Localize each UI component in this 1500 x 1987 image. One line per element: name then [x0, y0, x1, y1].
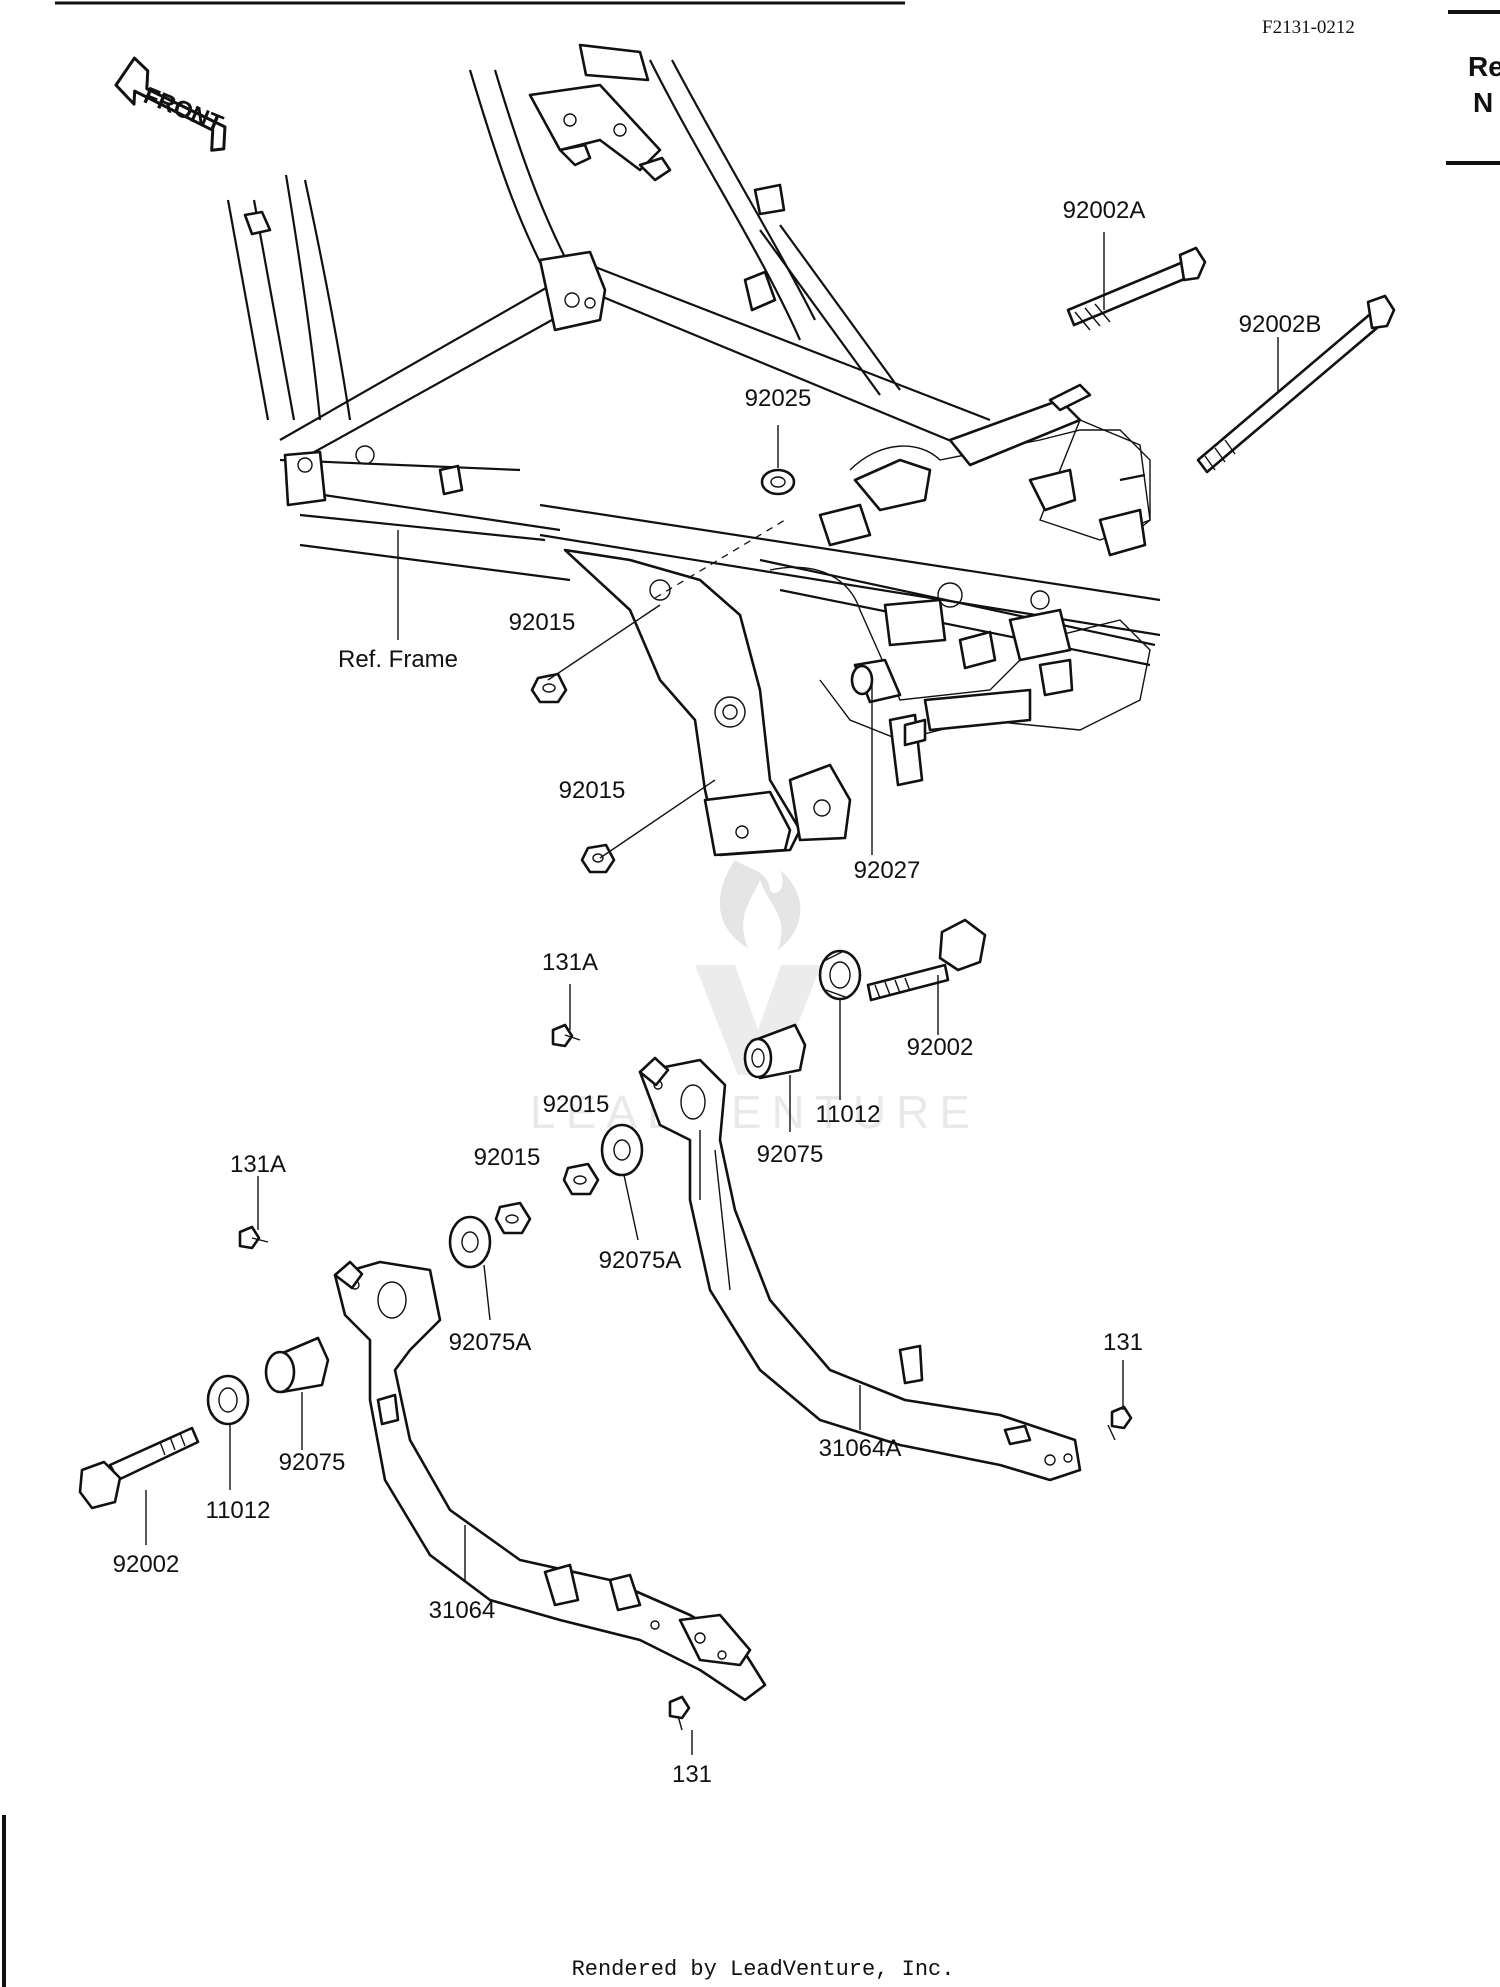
label-92015-d[interactable]: 92015	[474, 1144, 541, 1171]
label-92015-b[interactable]: 92015	[559, 777, 626, 804]
front-arrow-label: FRONT	[140, 82, 227, 138]
label-92075-left[interactable]: 92075	[279, 1449, 346, 1476]
hardware-upper	[530, 246, 1396, 874]
rubber-92075A-right	[600, 1123, 644, 1177]
bolt-92002A	[1066, 246, 1207, 331]
part-labels: 92002A 92002B 92025 Ref. Frame 92015 920…	[113, 197, 1322, 1788]
nut-92015-d	[494, 1201, 532, 1235]
nut-92015-c	[562, 1162, 600, 1196]
bushing-92075-right	[743, 1023, 807, 1080]
label-ref-frame: Ref. Frame	[338, 646, 458, 673]
label-131A-left[interactable]: 131A	[230, 1151, 286, 1178]
label-92002-right[interactable]: 92002	[907, 1034, 974, 1061]
bolt-92002B	[1196, 294, 1396, 474]
collar-11012-right	[818, 949, 862, 1001]
label-92002-left[interactable]: 92002	[113, 1551, 180, 1578]
rubber-92075A-left	[448, 1215, 492, 1269]
flame-icon	[719, 860, 801, 950]
footer-credit: Rendered by LeadVenture, Inc.	[572, 1957, 955, 1982]
front-arrow: FRONT	[114, 56, 227, 152]
nut-92015-a	[530, 672, 568, 704]
label-31064[interactable]: 31064	[429, 1597, 496, 1624]
screw-131-right	[1107, 1405, 1133, 1441]
bracket-31064	[333, 1260, 767, 1702]
screw-131-bottom	[668, 1695, 691, 1731]
collar-11012-left	[206, 1374, 250, 1426]
label-92002A[interactable]: 92002A	[1063, 197, 1146, 224]
side-text-1: Re	[1468, 51, 1500, 82]
bushing-92075-left	[264, 1336, 330, 1394]
screw-131A-left	[238, 1225, 269, 1250]
leadventure-watermark: LEADVENTURE	[530, 860, 980, 1138]
label-92027[interactable]: 92027	[854, 857, 921, 884]
label-11012-left[interactable]: 11012	[206, 1497, 271, 1524]
label-11012-right[interactable]: 11012	[816, 1101, 881, 1128]
side-text-2: N	[1473, 87, 1493, 118]
label-92015-a[interactable]: 92015	[509, 609, 576, 636]
label-131-right[interactable]: 131	[1103, 1329, 1143, 1356]
screw-131A-top	[551, 1023, 581, 1048]
nut-92015-b	[580, 843, 616, 874]
label-131A-top[interactable]: 131A	[542, 949, 598, 976]
label-92075A-right[interactable]: 92075A	[599, 1247, 682, 1274]
leader-lines	[145, 232, 1279, 1755]
watermark-text: LEADVENTURE	[530, 1086, 980, 1138]
bolt-92002-right	[866, 918, 987, 1002]
label-92075-right[interactable]: 92075	[757, 1141, 824, 1168]
diagram-code: F2131-0212	[1262, 17, 1355, 38]
label-92015-c[interactable]: 92015	[543, 1091, 610, 1118]
label-131-bottom[interactable]: 131	[672, 1761, 712, 1788]
label-92025[interactable]: 92025	[745, 385, 812, 412]
bolt-92002-left	[78, 1426, 200, 1510]
label-92002B[interactable]: 92002B	[1239, 311, 1322, 338]
v-logo-icon	[695, 965, 821, 1075]
label-31064A[interactable]: 31064A	[819, 1435, 902, 1462]
washer-92025	[760, 468, 796, 496]
label-92075A-left[interactable]: 92075A	[449, 1329, 532, 1356]
ref-frame-drawing	[226, 43, 1161, 857]
